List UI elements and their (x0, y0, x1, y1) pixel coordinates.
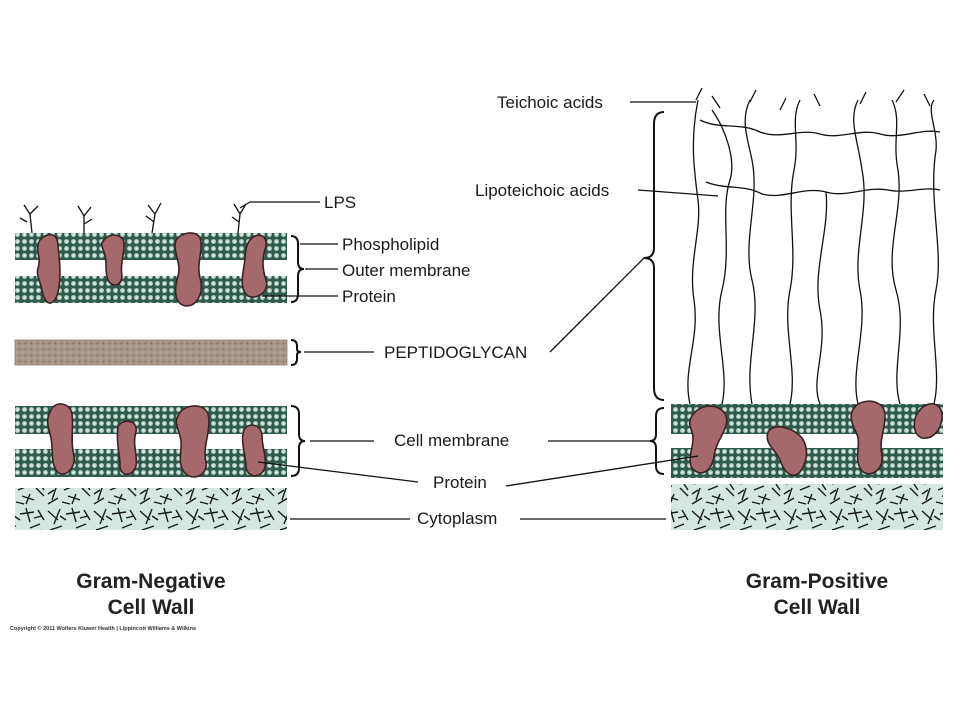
teichoic-acids-label: Teichoic acids (497, 93, 603, 112)
lps-molecules (19, 202, 247, 234)
lipoteichoic-acids-label: Lipoteichoic acids (475, 181, 609, 200)
cell-membrane-brace-left (290, 405, 306, 477)
outer-membrane-brace (290, 235, 305, 303)
cytoplasm-label: Cytoplasm (417, 509, 497, 528)
gn-cytoplasm-block (15, 488, 287, 530)
lps-label: LPS (324, 193, 356, 212)
peptidoglycan-label: PEPTIDOGLYCAN (384, 343, 527, 362)
teichoic-acid-chains (687, 87, 941, 405)
gram-negative-peptidoglycan-layer (14, 339, 288, 366)
cell-membrane-brace-right (649, 407, 665, 475)
outer-protein-label: Protein (342, 287, 396, 306)
gram-positive-caption-line2: Cell Wall (774, 596, 861, 619)
gn-cell-membrane-proteins (46, 403, 267, 478)
outer-membrane-top-leaflet (15, 233, 287, 260)
phospholipid-label: Phospholipid (342, 235, 439, 254)
copyright-notice: Copyright © 2011 Wolters Kluwer Health |… (10, 625, 196, 632)
gram-negative-caption-line2: Cell Wall (108, 596, 195, 619)
gram-positive-caption-line1: Gram-Positive (746, 570, 888, 593)
teichoic-brace (643, 111, 665, 401)
outer-membrane-proteins (36, 232, 268, 307)
inner-protein-label: Protein (433, 473, 487, 492)
outer-membrane-label: Outer membrane (342, 261, 471, 280)
peptidoglycan-brace (290, 339, 302, 366)
leader-lines-right (505, 101, 719, 520)
gram-negative-caption-line1: Gram-Negative (76, 570, 225, 593)
cell-membrane-label: Cell membrane (394, 431, 509, 450)
gp-cell-membrane-proteins (688, 400, 943, 476)
gp-cytoplasm-block (671, 484, 943, 530)
leader-lines-left (239, 201, 419, 520)
